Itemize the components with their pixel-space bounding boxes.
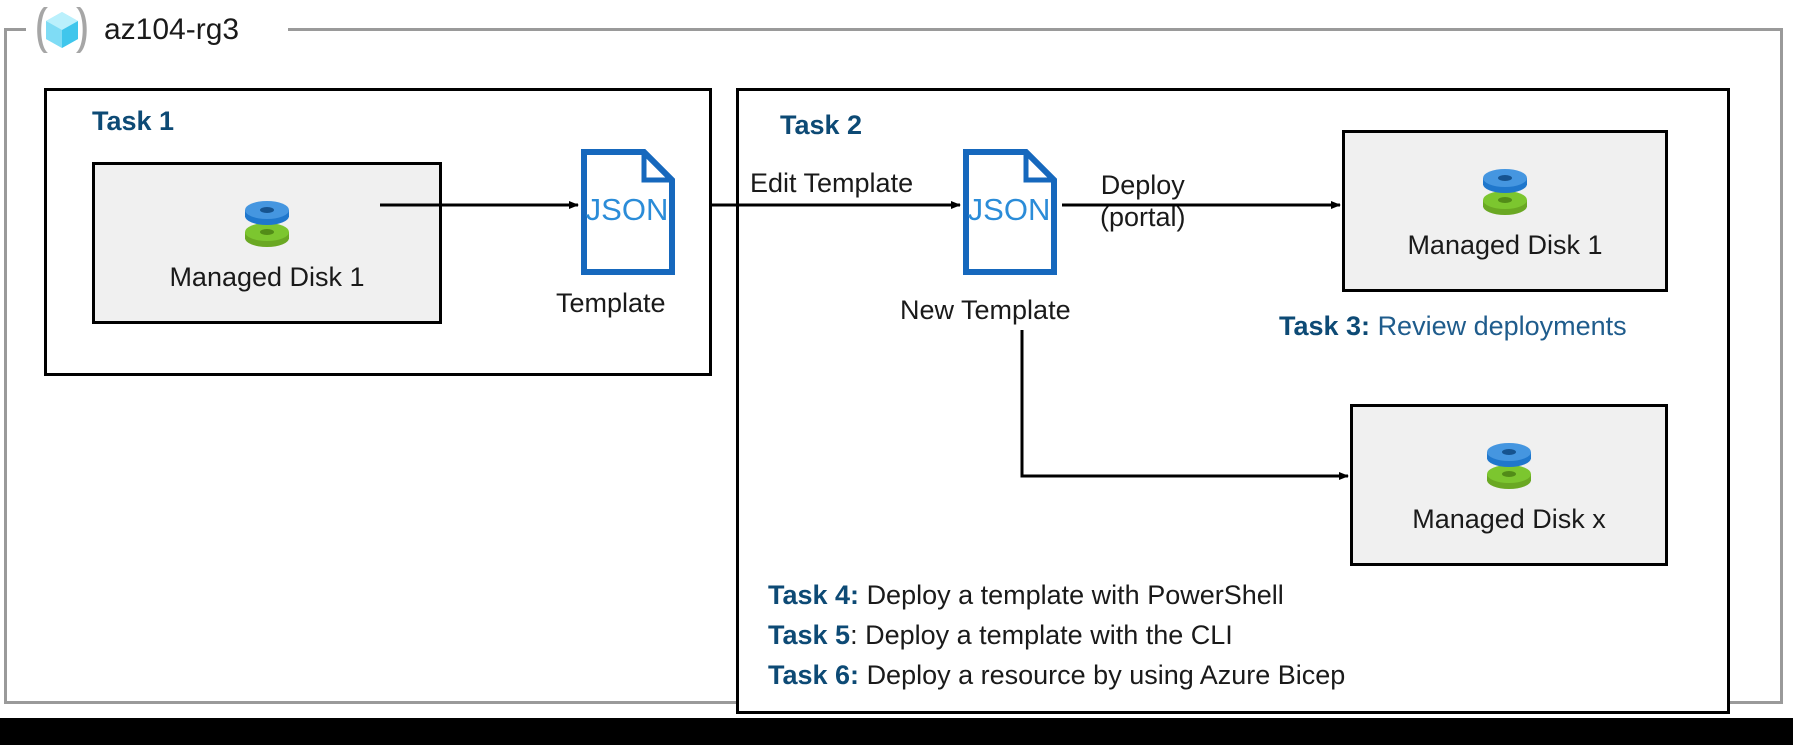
- task-1-heading: Task 1: [92, 106, 175, 136]
- managed-disk-1-box-task1: Managed Disk 1: [92, 162, 442, 324]
- task-4-text: Deploy a template with PowerShell: [866, 580, 1284, 610]
- deploy-edge-label: Deploy (portal): [1100, 170, 1186, 234]
- task-2-heading: Task 2: [780, 110, 863, 140]
- task-6-note: Task 6: Deploy a resource by using Azure…: [768, 660, 1345, 691]
- svg-text:JSON: JSON: [968, 192, 1051, 227]
- resource-group-name: az104-rg3: [104, 13, 240, 46]
- task-6-tag: Task 6:: [768, 660, 860, 690]
- deploy-edge-label-line2: (portal): [1100, 201, 1186, 232]
- task-5-note: Task 5: Deploy a template with the CLI: [768, 620, 1233, 651]
- task-6-text: Deploy a resource by using Azure Bicep: [866, 660, 1346, 690]
- edit-template-edge-label: Edit Template: [750, 168, 914, 198]
- task-5-tag: Task 5: [768, 620, 851, 650]
- task-3-note: Task 3: Review deployments: [1279, 311, 1627, 342]
- deploy-edge-label-line1: Deploy: [1100, 170, 1185, 200]
- new-template-caption: New Template: [900, 295, 1071, 325]
- json-document-icon-new-template: JSON: [962, 148, 1058, 276]
- task-4-tag: Task 4:: [768, 580, 860, 610]
- template-caption: Template: [556, 288, 666, 318]
- task-5-text: Deploy a template with the CLI: [865, 620, 1233, 650]
- svg-text:JSON: JSON: [586, 192, 669, 227]
- managed-disk-1-label: Managed Disk 1: [1407, 229, 1603, 260]
- azure-resource-group-icon: [34, 4, 90, 56]
- managed-disk-1-box-task2: Managed Disk 1: [1342, 130, 1668, 292]
- task-3-tag: Task 3:: [1279, 311, 1371, 341]
- task-4-note: Task 4: Deploy a template with PowerShel…: [768, 580, 1284, 611]
- resource-group-header: az104-rg3: [34, 2, 239, 58]
- task-5-separator: :: [850, 620, 866, 650]
- managed-disk-x-label: Managed Disk x: [1412, 503, 1606, 534]
- resource-group-title-notch: [26, 18, 288, 40]
- managed-disk-icon: [238, 194, 296, 258]
- managed-disk-icon: [1480, 436, 1538, 500]
- json-document-icon-template: JSON: [580, 148, 676, 276]
- managed-disk-x-box: Managed Disk x: [1350, 404, 1668, 566]
- task-3-text: Review deployments: [1377, 311, 1627, 341]
- managed-disk-icon: [1476, 162, 1534, 226]
- bottom-band: [0, 718, 1793, 745]
- managed-disk-1-label: Managed Disk 1: [169, 261, 365, 292]
